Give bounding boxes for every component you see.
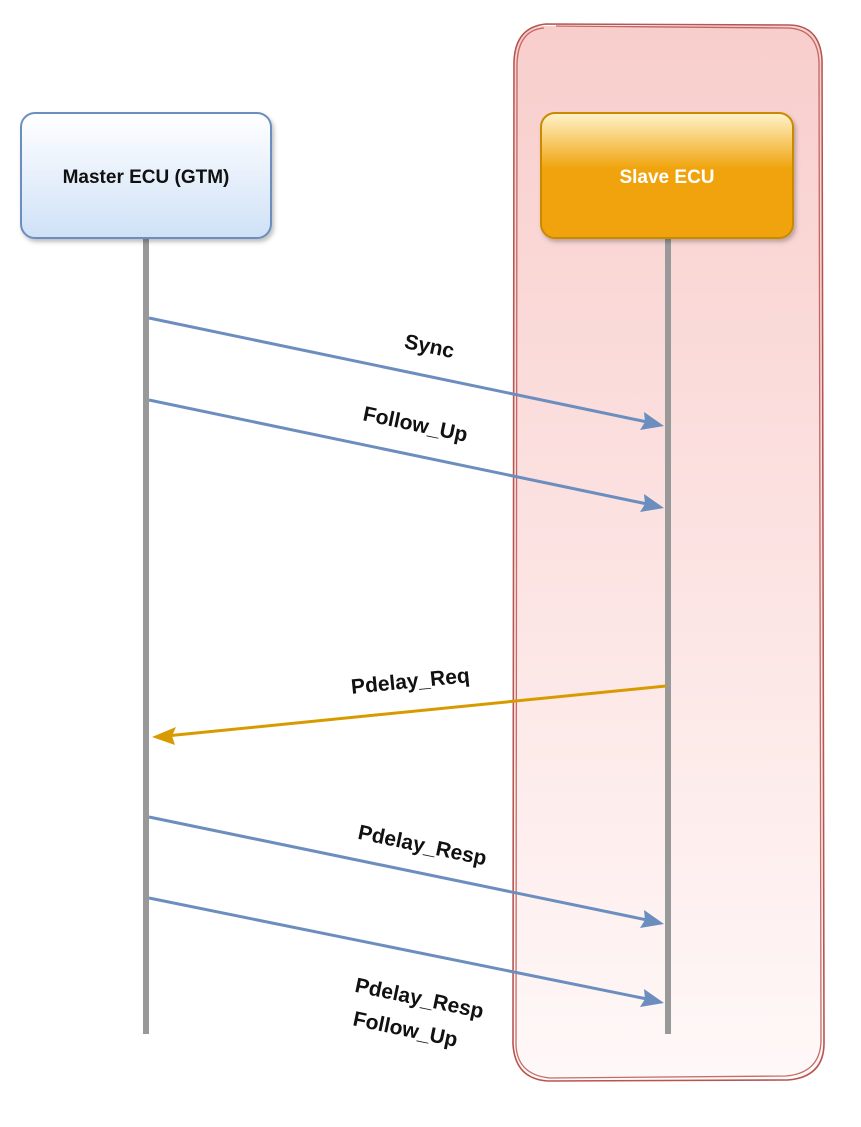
sync-label: Sync [402, 330, 456, 363]
slave-ecu-label: Slave ECU [619, 167, 714, 188]
follow-up-label: Follow_Up [361, 403, 470, 447]
master-ecu-node[interactable] [20, 112, 272, 239]
pdelay-req-arrow-line [165, 684, 667, 738]
pdelay-req-label: Pdelay_Req [350, 664, 471, 699]
follow-up-arrow-line [148, 398, 653, 507]
pdelay-resp-arrowhead [640, 910, 664, 928]
slave-ecu-box [540, 112, 794, 239]
sync-arrowhead [640, 412, 664, 430]
pdelay-req-arrowhead [152, 727, 176, 745]
sync-arrow-line [148, 316, 653, 425]
slave-region-border [512, 23, 825, 1082]
follow-up-arrowhead [640, 494, 664, 512]
slave-region-border-sketch [515, 25, 822, 1079]
slave-ecu-node[interactable] [540, 112, 794, 239]
pdelay-resp-follow-up-arrowhead [640, 989, 664, 1007]
master-ecu-box [20, 112, 272, 239]
master-ecu-label: Master ECU (GTM) [63, 167, 230, 188]
pdelay-resp-arrow-line [148, 815, 653, 923]
pdelay-resp-follow-up-arrow-line [148, 896, 653, 1002]
